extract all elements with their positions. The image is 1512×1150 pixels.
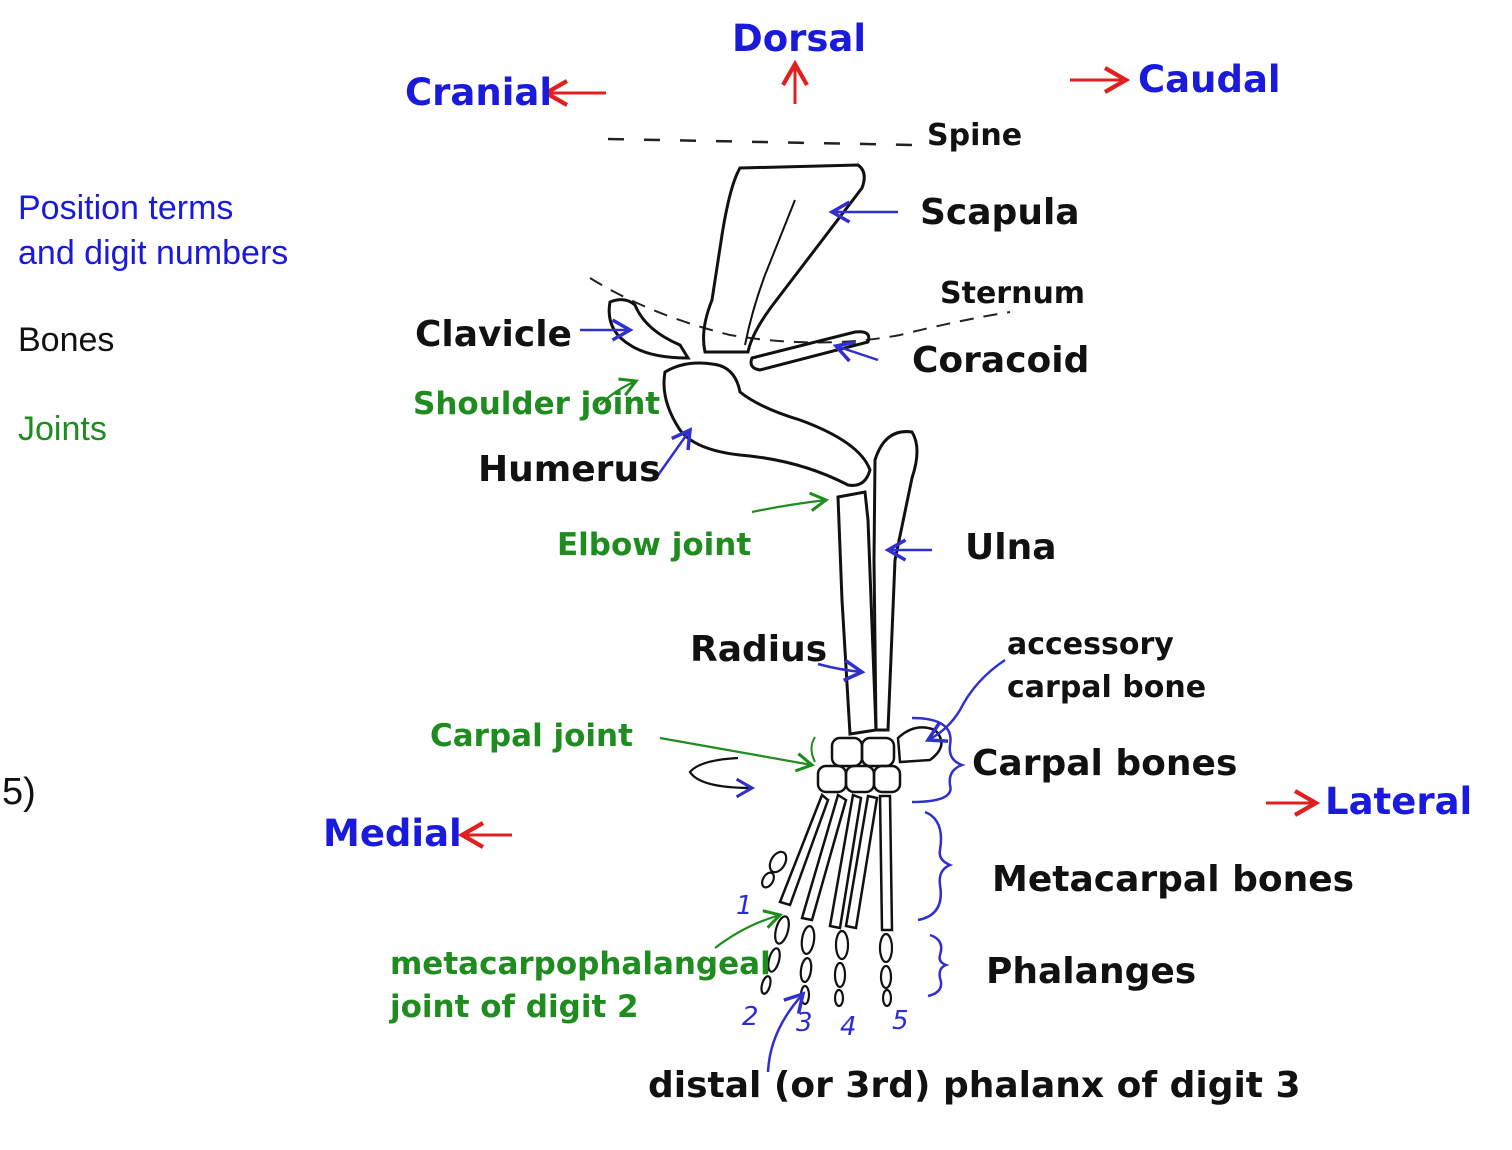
phalanx bbox=[774, 915, 790, 945]
metacarpal-bones-label: Metacarpal bones bbox=[992, 859, 1355, 900]
phalanx bbox=[761, 871, 775, 889]
carpal-bone bbox=[860, 736, 896, 768]
phalanx bbox=[800, 925, 816, 955]
medial-label: Medial bbox=[323, 812, 462, 855]
lateral-label: Lateral bbox=[1325, 780, 1473, 823]
phalanx bbox=[799, 956, 813, 984]
humerus-bone bbox=[662, 361, 872, 487]
digit-number-5: 5 bbox=[892, 1006, 909, 1036]
clavicle-label: Clavicle bbox=[415, 314, 572, 355]
carpal-bone bbox=[816, 764, 848, 794]
accessory-label-line2: carpal bone bbox=[1007, 670, 1207, 705]
ulna-label: Ulna bbox=[965, 527, 1057, 568]
elbow-joint-label: Elbow joint bbox=[557, 527, 752, 563]
carpal-bone bbox=[872, 764, 902, 794]
cranial-label: Cranial bbox=[405, 71, 553, 114]
scapula-label: Scapula bbox=[920, 192, 1080, 233]
coracoid-pointer bbox=[832, 340, 879, 363]
digit-number-4: 4 bbox=[840, 1012, 857, 1042]
phalanx bbox=[833, 961, 847, 989]
carpal-joint-pointer bbox=[659, 736, 816, 773]
phalanx bbox=[760, 975, 772, 995]
metacarpal-bone bbox=[778, 792, 830, 907]
elbow-pointer bbox=[751, 491, 830, 514]
carpal-bone bbox=[830, 736, 864, 768]
ulna-bone bbox=[872, 430, 919, 732]
legend-joints: Joints bbox=[18, 410, 107, 448]
carpal-bone bbox=[844, 764, 876, 794]
metacarpal-bone bbox=[828, 793, 863, 930]
shoulder-pointer bbox=[599, 377, 639, 406]
coracoid-bone bbox=[749, 330, 871, 372]
phalanx bbox=[768, 850, 788, 874]
mcp-joint-label-line2: joint of digit 2 bbox=[390, 989, 639, 1025]
distal-phalanx-label: distal (or 3rd) phalanx of digit 3 bbox=[648, 1065, 1301, 1106]
scapula-bone bbox=[702, 163, 866, 354]
radius-pointer bbox=[817, 659, 866, 682]
spine-label: Spine bbox=[927, 118, 1023, 153]
humerus-pointer bbox=[654, 427, 693, 479]
digit-number-1: 1 bbox=[736, 891, 753, 921]
accessory-label-line1: accessory bbox=[1007, 627, 1174, 662]
spine-line bbox=[607, 137, 916, 147]
caudal-label: Caudal bbox=[1138, 58, 1281, 101]
metacarpal-bone bbox=[844, 794, 879, 930]
sternum-label: Sternum bbox=[940, 276, 1086, 311]
legend-digit-numbers: and digit numbers bbox=[18, 234, 289, 272]
metacarpal-bone bbox=[878, 794, 894, 932]
digit-number-2: 2 bbox=[742, 1002, 759, 1032]
shoulder-joint-label: Shoulder joint bbox=[413, 386, 661, 422]
phalanx bbox=[767, 947, 781, 973]
dorsal-label: Dorsal bbox=[732, 17, 867, 60]
phalanx bbox=[879, 964, 893, 990]
mcp-joint-label-line1: metacarpophalangeal bbox=[390, 946, 771, 982]
phalanges-brace bbox=[927, 933, 950, 998]
figure-number: 5) bbox=[2, 771, 36, 813]
carpal-brace bbox=[911, 716, 966, 804]
radius-bone bbox=[836, 490, 878, 736]
phalanx bbox=[833, 988, 845, 1008]
distal-phalanx-pointer bbox=[766, 991, 806, 1073]
accessory-pointer bbox=[924, 658, 1006, 743]
metacarpal-bone bbox=[800, 793, 848, 922]
metacarpal-brace bbox=[917, 810, 954, 922]
accessory-carpal-bone bbox=[896, 726, 943, 764]
rotation-arrow bbox=[688, 756, 756, 799]
phalanx bbox=[834, 929, 850, 961]
digit-number-3: 3 bbox=[796, 1008, 813, 1038]
legend-bones: Bones bbox=[18, 321, 115, 359]
radius-label: Radius bbox=[690, 629, 828, 670]
mcp-pointer bbox=[714, 909, 783, 949]
sternum-line bbox=[589, 277, 1011, 344]
carpal-bones-label: Carpal bones bbox=[972, 743, 1238, 784]
carpal-joint-label: Carpal joint bbox=[430, 718, 633, 754]
coracoid-label: Coracoid bbox=[912, 340, 1090, 381]
phalanx bbox=[878, 932, 894, 964]
phalanges-label: Phalanges bbox=[986, 951, 1197, 992]
legend-position-terms: Position terms bbox=[18, 189, 234, 227]
phalanx bbox=[881, 988, 893, 1008]
humerus-label: Humerus bbox=[478, 449, 661, 490]
